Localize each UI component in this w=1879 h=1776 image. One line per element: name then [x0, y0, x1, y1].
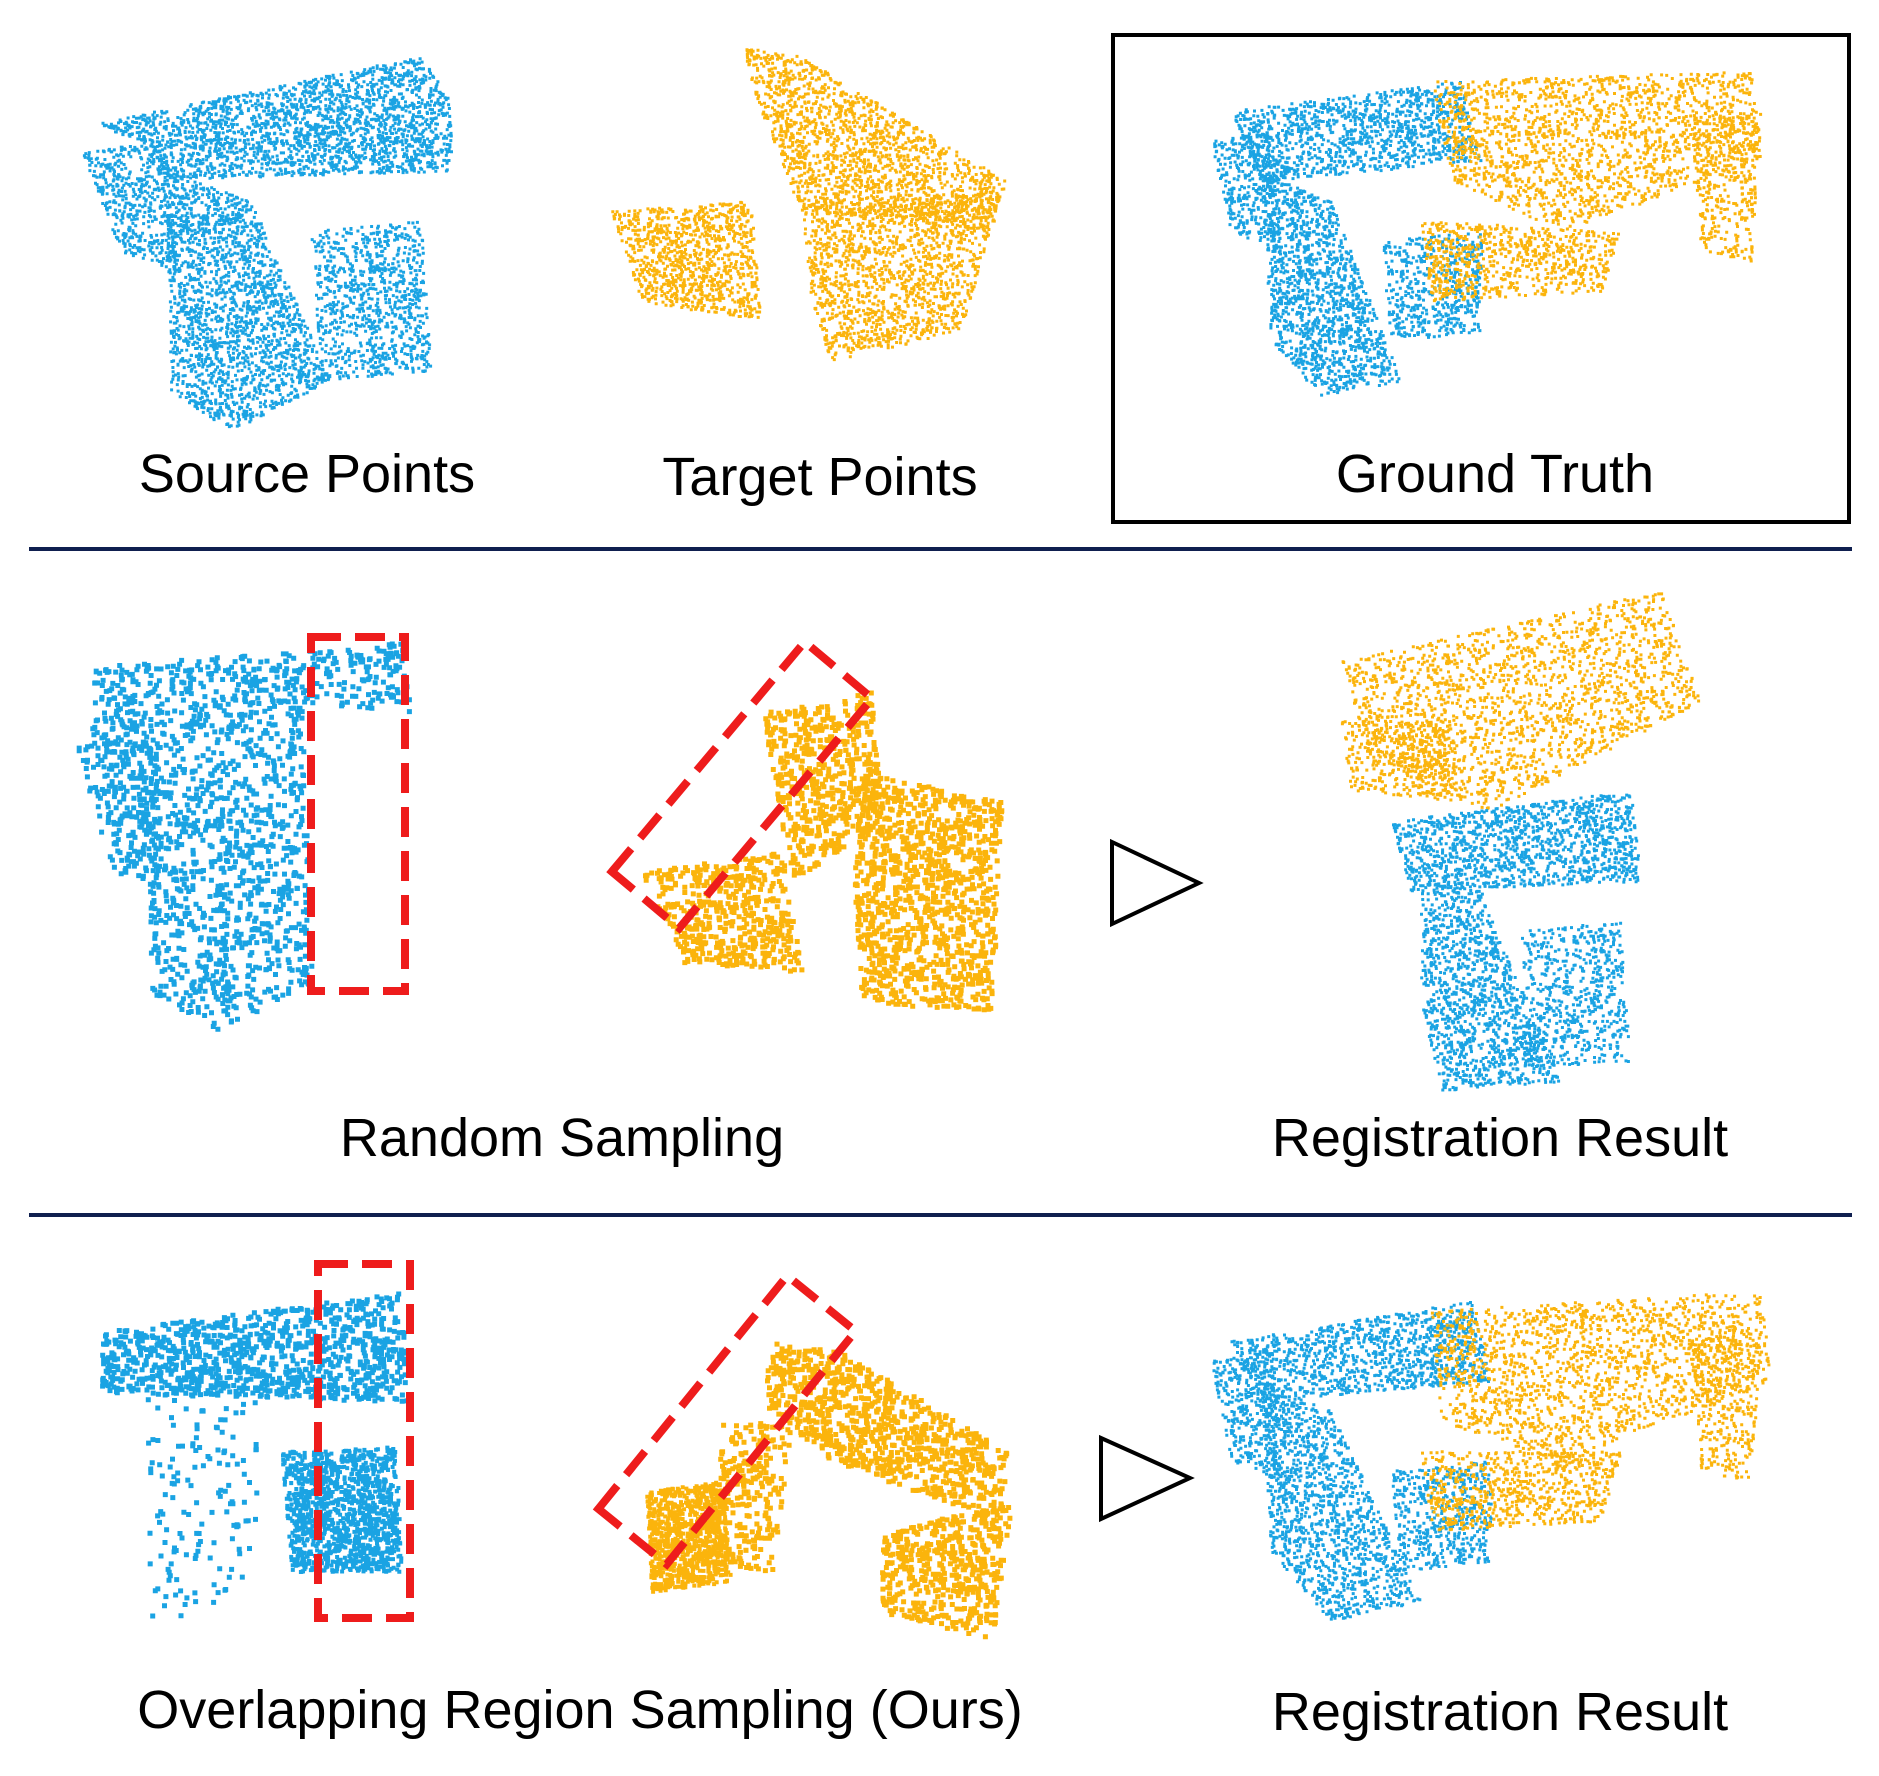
row-divider-1: [29, 547, 1852, 551]
target-cloud-left: [611, 200, 762, 319]
result3-orange-right: [1691, 1332, 1761, 1480]
result3-blue-side: [1212, 1351, 1282, 1481]
result2-orange-left: [1340, 720, 1463, 802]
random-source-side: [76, 740, 159, 881]
ours-source-cloud-top: [100, 1291, 410, 1404]
row-divider-2: [29, 1213, 1852, 1217]
result2-blue-floor: [1420, 882, 1561, 1092]
registration-result-label-row3: Registration Result: [1271, 1682, 1729, 1742]
ours-target-cloud-top: [765, 1341, 1010, 1518]
gt-blue-floor: [1261, 173, 1401, 397]
source-points-label: Source Points: [138, 444, 476, 504]
gt-orange-mid: [1421, 221, 1620, 303]
ours-target-cloud-right: [880, 1505, 1013, 1640]
result2-blue-wall: [1392, 793, 1640, 893]
source-cloud-backwall: [101, 57, 453, 181]
ground-truth-label: Ground Truth: [1335, 444, 1655, 504]
target-cloud-top: [745, 48, 1007, 232]
play-arrow-icon-row2: [1110, 838, 1204, 928]
gt-blue-side: [1213, 132, 1283, 253]
gt-blue-box: [1382, 232, 1483, 339]
overlap-region-box-target-random: [606, 636, 878, 934]
gt-orange-top: [1433, 71, 1762, 232]
random-source-cloud: [90, 641, 412, 1032]
overlapping-region-sampling-label: Overlapping Region Sampling (Ours): [137, 1680, 1023, 1740]
play-arrow-icon-row3: [1099, 1434, 1195, 1523]
result2-orange-top: [1341, 592, 1701, 810]
overlap-region-box-target-ours: [592, 1270, 862, 1570]
random-target-cloud-left: [643, 851, 805, 974]
result3-orange-top: [1430, 1293, 1771, 1463]
ground-truth-frame: [1111, 33, 1851, 524]
ours-source-cloud-dense: [281, 1445, 404, 1574]
overlap-region-box-source-ours: [314, 1260, 414, 1622]
gt-blue-wall: [1234, 81, 1483, 183]
ours-target-cloud-mid: [712, 1420, 793, 1574]
target-points-label: Target Points: [662, 447, 978, 507]
registration-result-label-row2: Registration Result: [1271, 1108, 1729, 1168]
result2-blue-box: [1521, 921, 1630, 1071]
overlap-region-box-source-random: [307, 633, 409, 995]
point-cloud-layer: [76, 48, 1771, 1640]
ours-source-cloud-sparse: [145, 1391, 264, 1619]
random-sampling-label: Random Sampling: [339, 1108, 785, 1168]
random-target-cloud-mid: [763, 690, 884, 878]
source-cloud-box: [310, 220, 433, 382]
source-cloud-side: [82, 142, 177, 271]
result3-blue-wall: [1230, 1301, 1491, 1402]
result3-orange-mid: [1421, 1450, 1622, 1532]
random-target-cloud-right: [852, 775, 1005, 1013]
result3-blue-box: [1391, 1460, 1493, 1572]
source-cloud-floor: [165, 171, 331, 429]
result3-blue-floor: [1261, 1386, 1422, 1621]
target-cloud-main: [802, 191, 1002, 362]
gt-orange-right: [1692, 110, 1763, 263]
